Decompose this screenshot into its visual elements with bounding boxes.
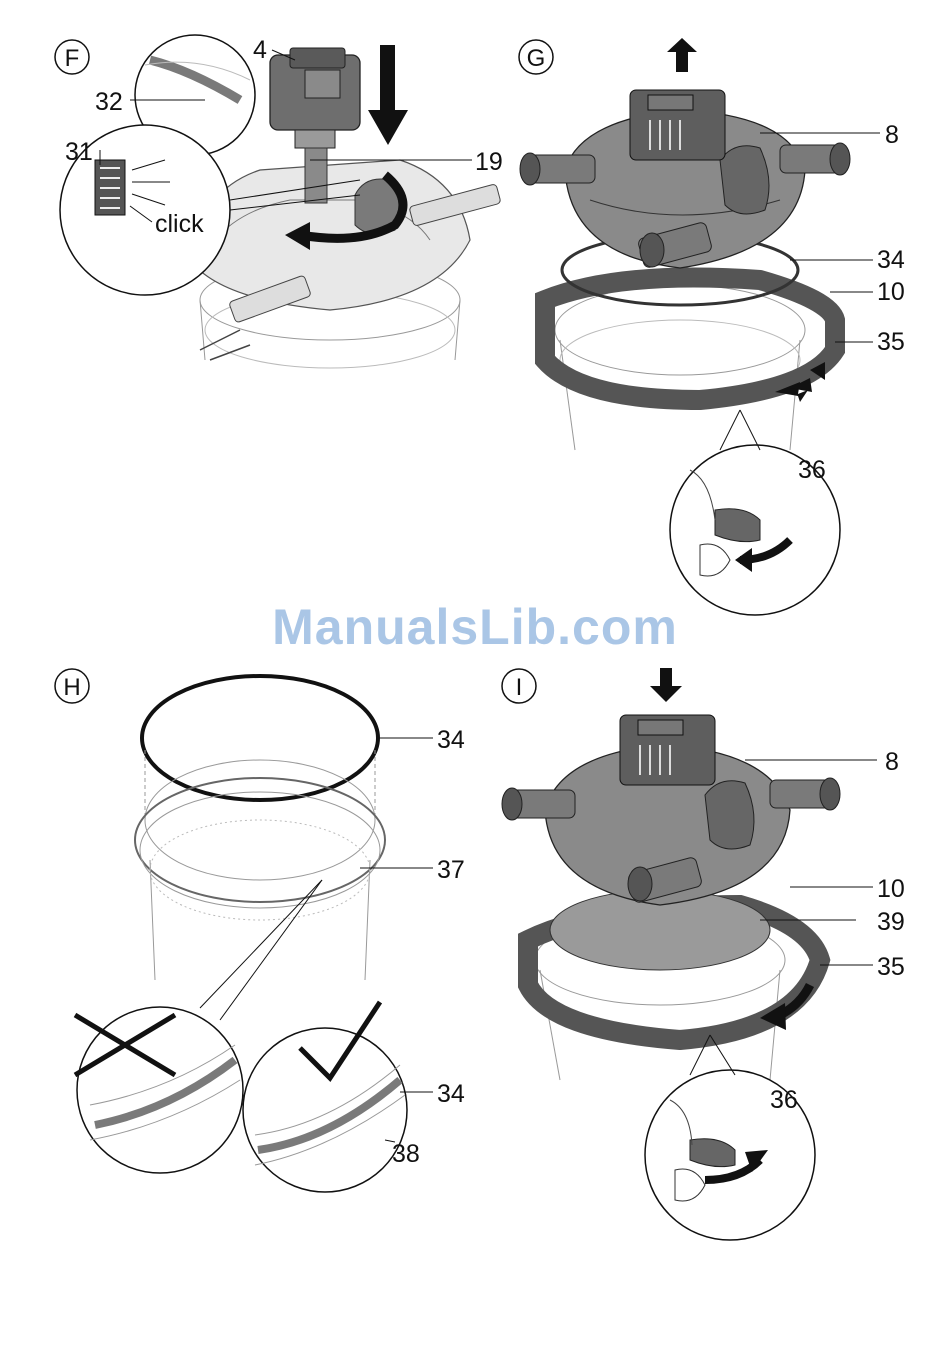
clamp-ring-10-g: [545, 278, 835, 401]
label-i-8: 8: [885, 748, 899, 776]
label-g-10: 10: [877, 278, 905, 306]
watermark: ManualsLib.com: [0, 598, 950, 656]
label-g-8: 8: [885, 121, 899, 149]
detail-magnifier-g: [670, 410, 840, 615]
panel-g-letter: G: [527, 45, 546, 72]
label-g-35: 35: [877, 328, 905, 356]
panel-h-letter: H: [63, 674, 80, 701]
callout-click: click: [155, 210, 204, 238]
label-f-4: 4: [253, 36, 267, 64]
right-detail: [243, 1002, 407, 1192]
panel-h: H: [55, 669, 465, 1192]
label-h-34-detail: 34: [437, 1080, 465, 1108]
panel-f-letter: F: [65, 45, 80, 72]
panel-i: I: [502, 668, 905, 1240]
label-i-36: 36: [770, 1086, 798, 1114]
detail-magnifier-i: [645, 1035, 815, 1240]
label-i-39: 39: [877, 908, 905, 936]
down-arrow-f: [368, 45, 408, 145]
uvc-unit-g: [630, 90, 725, 160]
filter-body-g: [555, 285, 805, 450]
label-h-38: 38: [392, 1140, 420, 1168]
label-i-35: 35: [877, 953, 905, 981]
o-ring-34-h: [142, 676, 378, 800]
knob-i: [705, 781, 754, 849]
label-h-34: 34: [437, 726, 465, 754]
panel-i-letter: I: [516, 674, 523, 701]
knob-g: [720, 146, 769, 214]
label-g-34: 34: [877, 246, 905, 274]
panel-f: F: [55, 35, 503, 368]
uvc-unit-i: [620, 715, 715, 785]
panel-g: G: [519, 38, 905, 615]
label-f-19: 19: [475, 148, 503, 176]
label-i-10: 10: [877, 875, 905, 903]
up-arrow-g: [667, 38, 697, 72]
label-f-31: 31: [65, 138, 93, 166]
down-arrow-i: [650, 668, 682, 702]
label-f-32: 32: [95, 88, 123, 116]
label-h-37: 37: [437, 856, 465, 884]
label-g-36: 36: [798, 456, 826, 484]
